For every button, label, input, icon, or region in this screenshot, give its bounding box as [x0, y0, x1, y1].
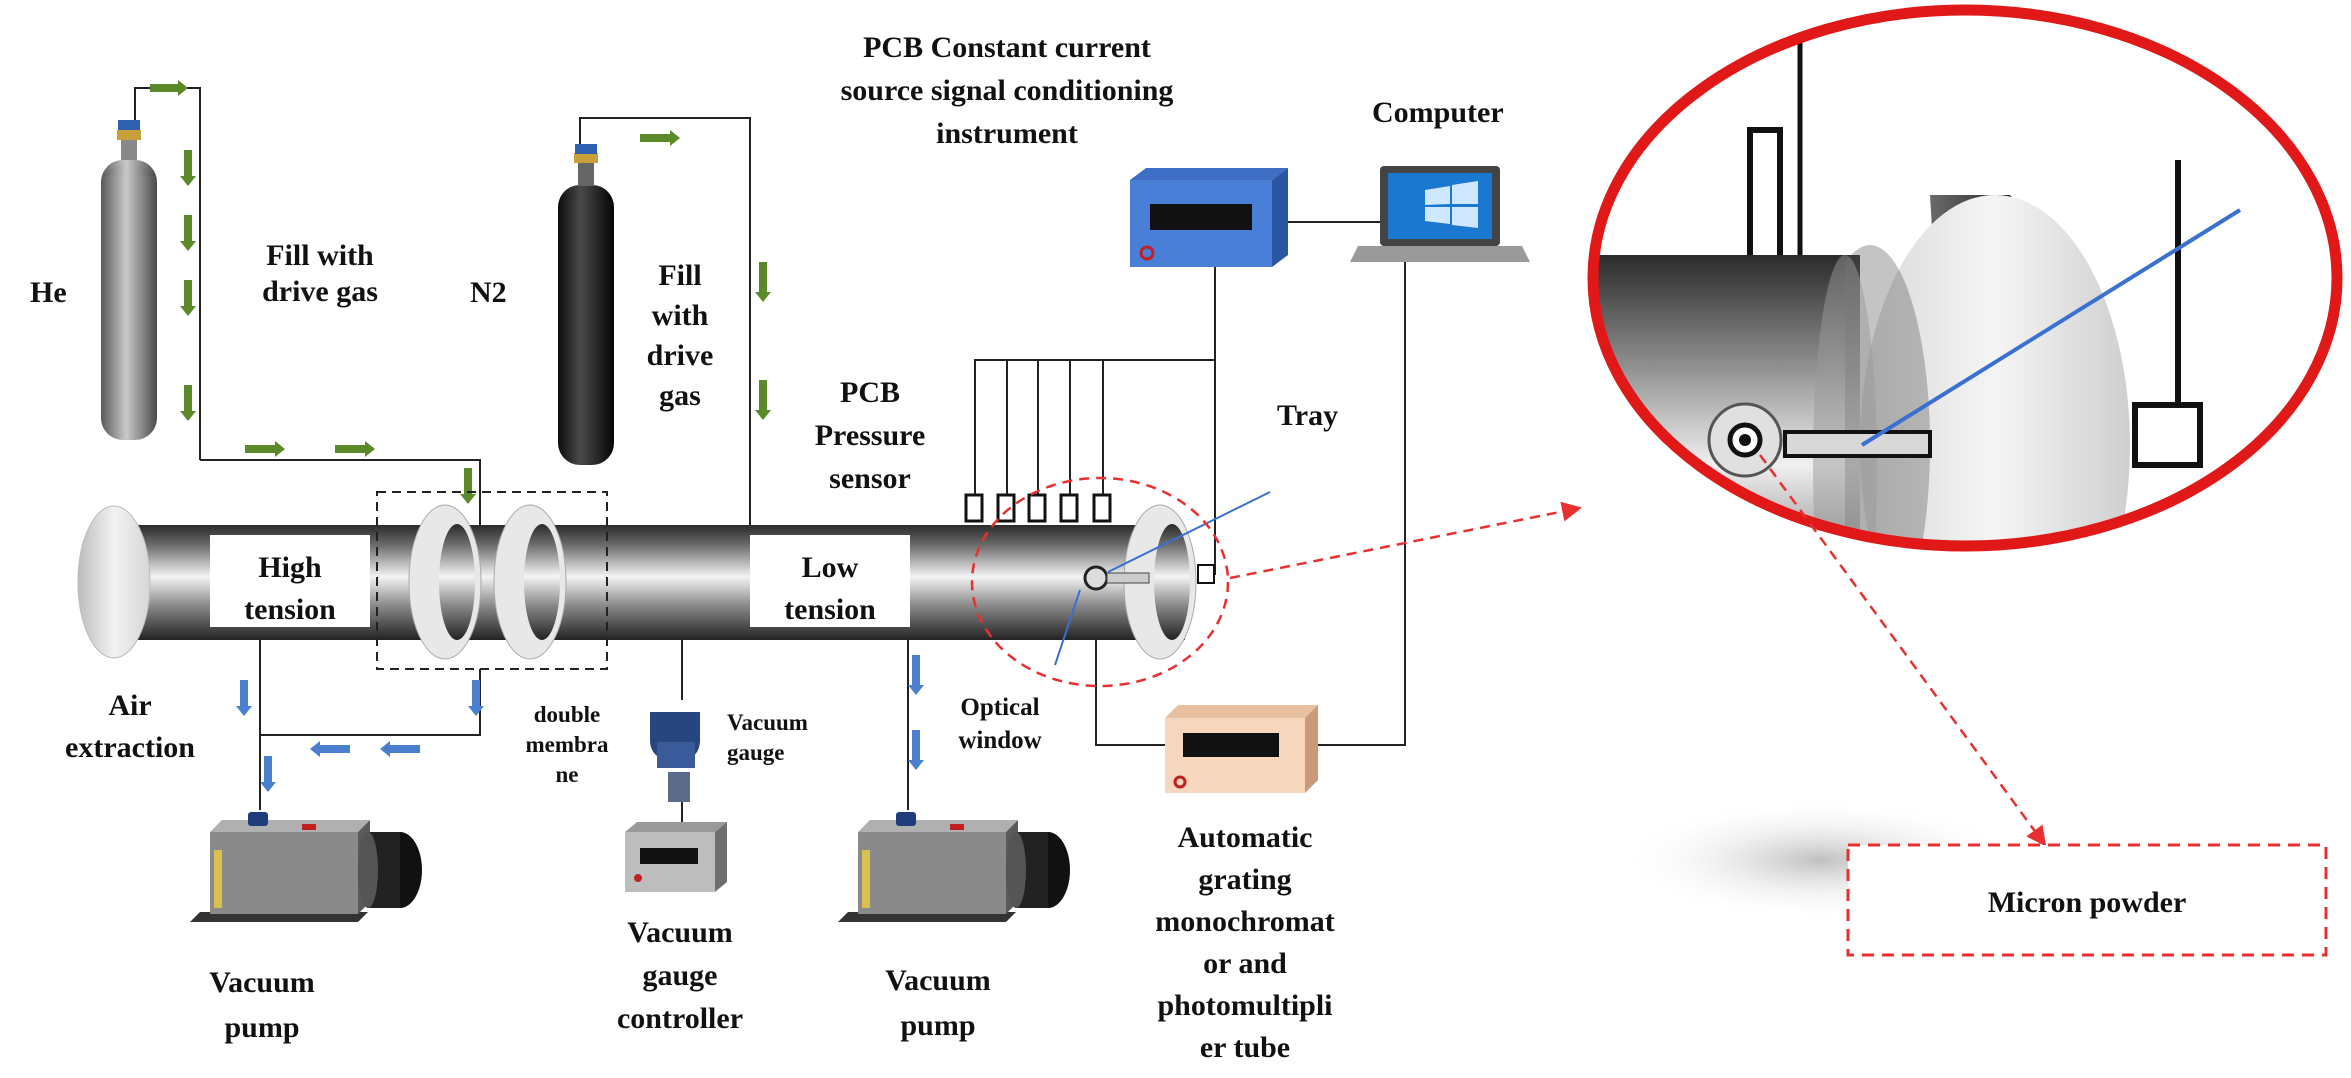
- label-vacuum-gauge-controller: Vacuum gauge controller: [617, 916, 743, 1035]
- label-line: Fill with: [266, 239, 374, 272]
- label-line: Automatic: [1178, 821, 1313, 854]
- zoom-arrow: [1229, 501, 1582, 580]
- zoom-source-circle: [970, 476, 1230, 688]
- n2-cylinder: [558, 144, 614, 465]
- label-line: monochromat: [1155, 905, 1334, 938]
- label-line: drive gas: [262, 275, 378, 308]
- label-line: pump: [900, 1009, 975, 1042]
- zoom-view: [1593, 10, 2337, 546]
- label-line: Low: [802, 551, 859, 584]
- label-n2: N2: [470, 276, 507, 309]
- monochromator-box: [1165, 705, 1318, 793]
- label-vacuum-pump-right: Vacuum pump: [885, 964, 991, 1042]
- label-tray: Tray: [1277, 399, 1338, 432]
- label-line: source signal conditioning: [841, 74, 1174, 107]
- shock-tube: [77, 491, 1271, 666]
- label-line: instrument: [936, 117, 1078, 150]
- vacuum-pump-icon: [838, 812, 1070, 922]
- label-line: Air: [108, 689, 151, 722]
- zoom-ring: [1587, 4, 2343, 552]
- label-line: PCB Constant current: [863, 31, 1151, 64]
- label-high-tension: High tension: [244, 551, 336, 626]
- micron-powder-box: [1846, 843, 2328, 957]
- label-optical-window: Optical window: [958, 694, 1041, 754]
- label-air-extraction: Air extraction: [65, 689, 195, 764]
- label-line: Vacuum: [627, 916, 733, 949]
- label-low-tension: Low tension: [784, 551, 876, 626]
- label-line: photomultipli: [1157, 989, 1332, 1022]
- low-tension-box: [750, 535, 910, 627]
- label-line: Vacuum: [885, 964, 991, 997]
- label-line: window: [958, 727, 1041, 754]
- label-line: PCB: [840, 376, 900, 409]
- label-line: Pressure: [815, 419, 926, 452]
- label-computer: Computer: [1372, 96, 1504, 129]
- label-line: grating: [1198, 863, 1291, 896]
- high-tension-box: [210, 535, 370, 627]
- label-he: He: [30, 276, 67, 309]
- label-monochromator: Automatic grating monochromat or and photomu…: [1155, 821, 1334, 1064]
- double-membrane-box: [376, 491, 608, 670]
- label-line: tension: [784, 593, 876, 626]
- label-line: membra: [525, 732, 609, 757]
- label-line: Fill: [658, 259, 701, 292]
- label-line: extraction: [65, 731, 195, 764]
- label-line: pump: [224, 1011, 299, 1044]
- pressure-sensors: [964, 493, 1112, 523]
- label-vacuum-pump-left: Vacuum pump: [209, 966, 315, 1044]
- laptop-icon: [1350, 166, 1530, 262]
- vacuum-gauge-controller: [625, 822, 727, 892]
- label-line: gas: [659, 379, 701, 412]
- label-line: gauge: [727, 740, 785, 765]
- label-pcb-pressure-sensor: PCB Pressure sensor: [815, 376, 926, 495]
- label-line: tension: [244, 593, 336, 626]
- vacuum-pump-icon: [190, 812, 422, 922]
- vacuum-gauge: [650, 712, 700, 822]
- signal-conditioner-icon: [1130, 168, 1288, 267]
- gas-flow-arrows: [150, 80, 771, 504]
- label-fill-drive-gas-2: Fill with drive gas: [647, 259, 714, 412]
- label-pcb-conditioning: PCB Constant current source signal condit…: [841, 31, 1174, 150]
- label-line: er tube: [1200, 1031, 1290, 1064]
- vacuum-flow-arrows: [236, 655, 924, 792]
- label-line: ne: [556, 762, 579, 787]
- label-line: controller: [617, 1002, 743, 1035]
- label-line: double: [534, 702, 600, 727]
- label-line: Vacuum: [209, 966, 315, 999]
- label-double-membrane: double membra ne: [525, 702, 609, 787]
- label-line: gauge: [643, 959, 718, 992]
- micron-pointer: [1758, 454, 2047, 847]
- label-line: sensor: [829, 462, 911, 495]
- he-cylinder: [101, 120, 157, 440]
- label-line: High: [258, 551, 322, 584]
- label-line: drive: [647, 339, 714, 372]
- label-line: or and: [1203, 947, 1287, 980]
- label-line: Vacuum: [727, 710, 808, 735]
- label-line: Optical: [960, 694, 1039, 721]
- label-vacuum-gauge: Vacuum gauge: [727, 710, 808, 765]
- label-line: with: [652, 299, 709, 332]
- label-micron-powder: Micron powder: [1988, 886, 2187, 919]
